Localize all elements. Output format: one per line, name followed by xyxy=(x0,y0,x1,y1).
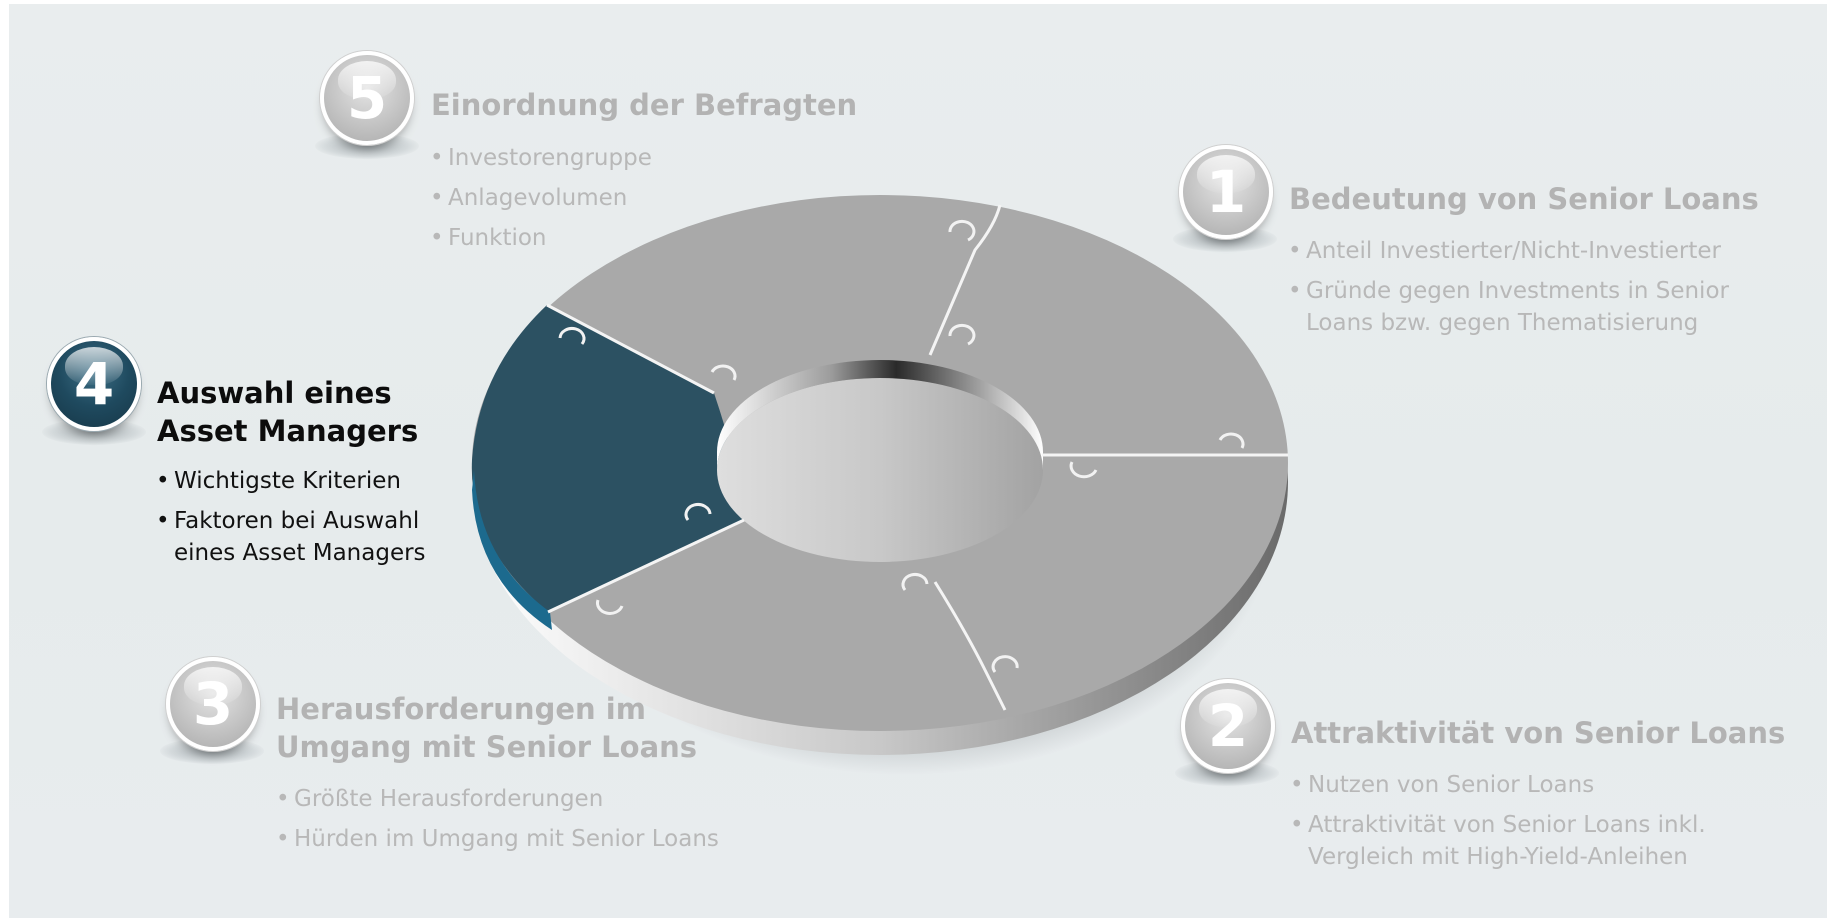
knob-9 xyxy=(684,503,712,521)
step-4-badge: 4 xyxy=(47,337,141,431)
step-1-badge: 1 xyxy=(1179,145,1273,239)
list-item: Anteil Investierter/Nicht-Investierter xyxy=(1288,235,1729,267)
knob-10 xyxy=(596,599,624,615)
knob-3 xyxy=(1218,432,1245,449)
step-2-badge: 2 xyxy=(1181,679,1275,773)
step-4-title-line-1: Auswahl eines xyxy=(157,376,392,410)
step-3-badge: 3 xyxy=(166,657,260,751)
step-5-number: 5 xyxy=(346,64,388,132)
seam-left-bottom xyxy=(547,518,745,614)
step-3-list: Größte Herausforderungen Hürden im Umgan… xyxy=(276,783,719,863)
step-2-number: 2 xyxy=(1207,692,1249,760)
step-1-list: Anteil Investierter/Nicht-Investierter G… xyxy=(1288,235,1729,347)
step-4-title: Auswahl eines Asset Managers xyxy=(157,374,418,450)
puzzle-seams xyxy=(546,204,1288,711)
ring-top-face xyxy=(472,195,1288,731)
list-item: Gründe gegen Investments in Senior Loans… xyxy=(1288,275,1729,339)
step-1-title: Bedeutung von Senior Loans xyxy=(1289,182,1759,216)
knob-7 xyxy=(558,327,586,345)
step-5-badge: 5 xyxy=(320,51,414,145)
segment-4-active xyxy=(471,305,744,612)
step-1-number: 1 xyxy=(1205,158,1247,226)
ring-hole-wall xyxy=(717,360,1043,470)
list-item: Investorengruppe xyxy=(430,142,652,174)
list-item: Attraktivität von Senior Loans inkl. Ver… xyxy=(1290,809,1706,873)
knob-8 xyxy=(710,364,737,381)
step-4-title-line-2: Asset Managers xyxy=(157,414,419,448)
list-item: Funktion xyxy=(430,222,652,254)
knob-5 xyxy=(901,573,929,591)
step-5-title: Einordnung der Befragten xyxy=(431,88,858,122)
seam-bottom xyxy=(933,581,1007,711)
seam-left-top xyxy=(546,303,715,395)
list-item: Faktoren bei Auswahl eines Asset Manager… xyxy=(156,505,426,569)
step-2-title: Attraktivität von Senior Loans xyxy=(1291,716,1786,750)
step-4-number: 4 xyxy=(73,350,115,418)
step-3-title-line-2: Umgang mit Senior Loans xyxy=(276,730,698,764)
knob-2 xyxy=(948,323,976,346)
step-2-list: Nutzen von Senior Loans Attraktivität vo… xyxy=(1290,769,1706,881)
knob-6 xyxy=(991,655,1019,673)
step-3-title: Herausforderungen im Umgang mit Senior L… xyxy=(276,690,697,766)
list-item: Wichtigste Kriterien xyxy=(156,465,426,497)
list-item: Hürden im Umgang mit Senior Loans xyxy=(276,823,719,855)
list-item: Größte Herausforderungen xyxy=(276,783,719,815)
step-3-title-line-1: Herausforderungen im xyxy=(276,692,646,726)
list-item: Anlagevolumen xyxy=(430,182,652,214)
knob-1 xyxy=(948,219,976,242)
list-item: Nutzen von Senior Loans xyxy=(1290,769,1706,801)
step-3-number: 3 xyxy=(192,670,234,738)
knob-4 xyxy=(1069,461,1098,479)
seam-top xyxy=(928,204,1002,356)
segment-4-rim xyxy=(472,470,552,630)
puzzle-knobs xyxy=(558,219,1245,673)
step-4-list: Wichtigste Kriterien Faktoren bei Auswah… xyxy=(156,465,426,577)
step-5-list: Investorengruppe Anlagevolumen Funktion xyxy=(430,142,652,262)
